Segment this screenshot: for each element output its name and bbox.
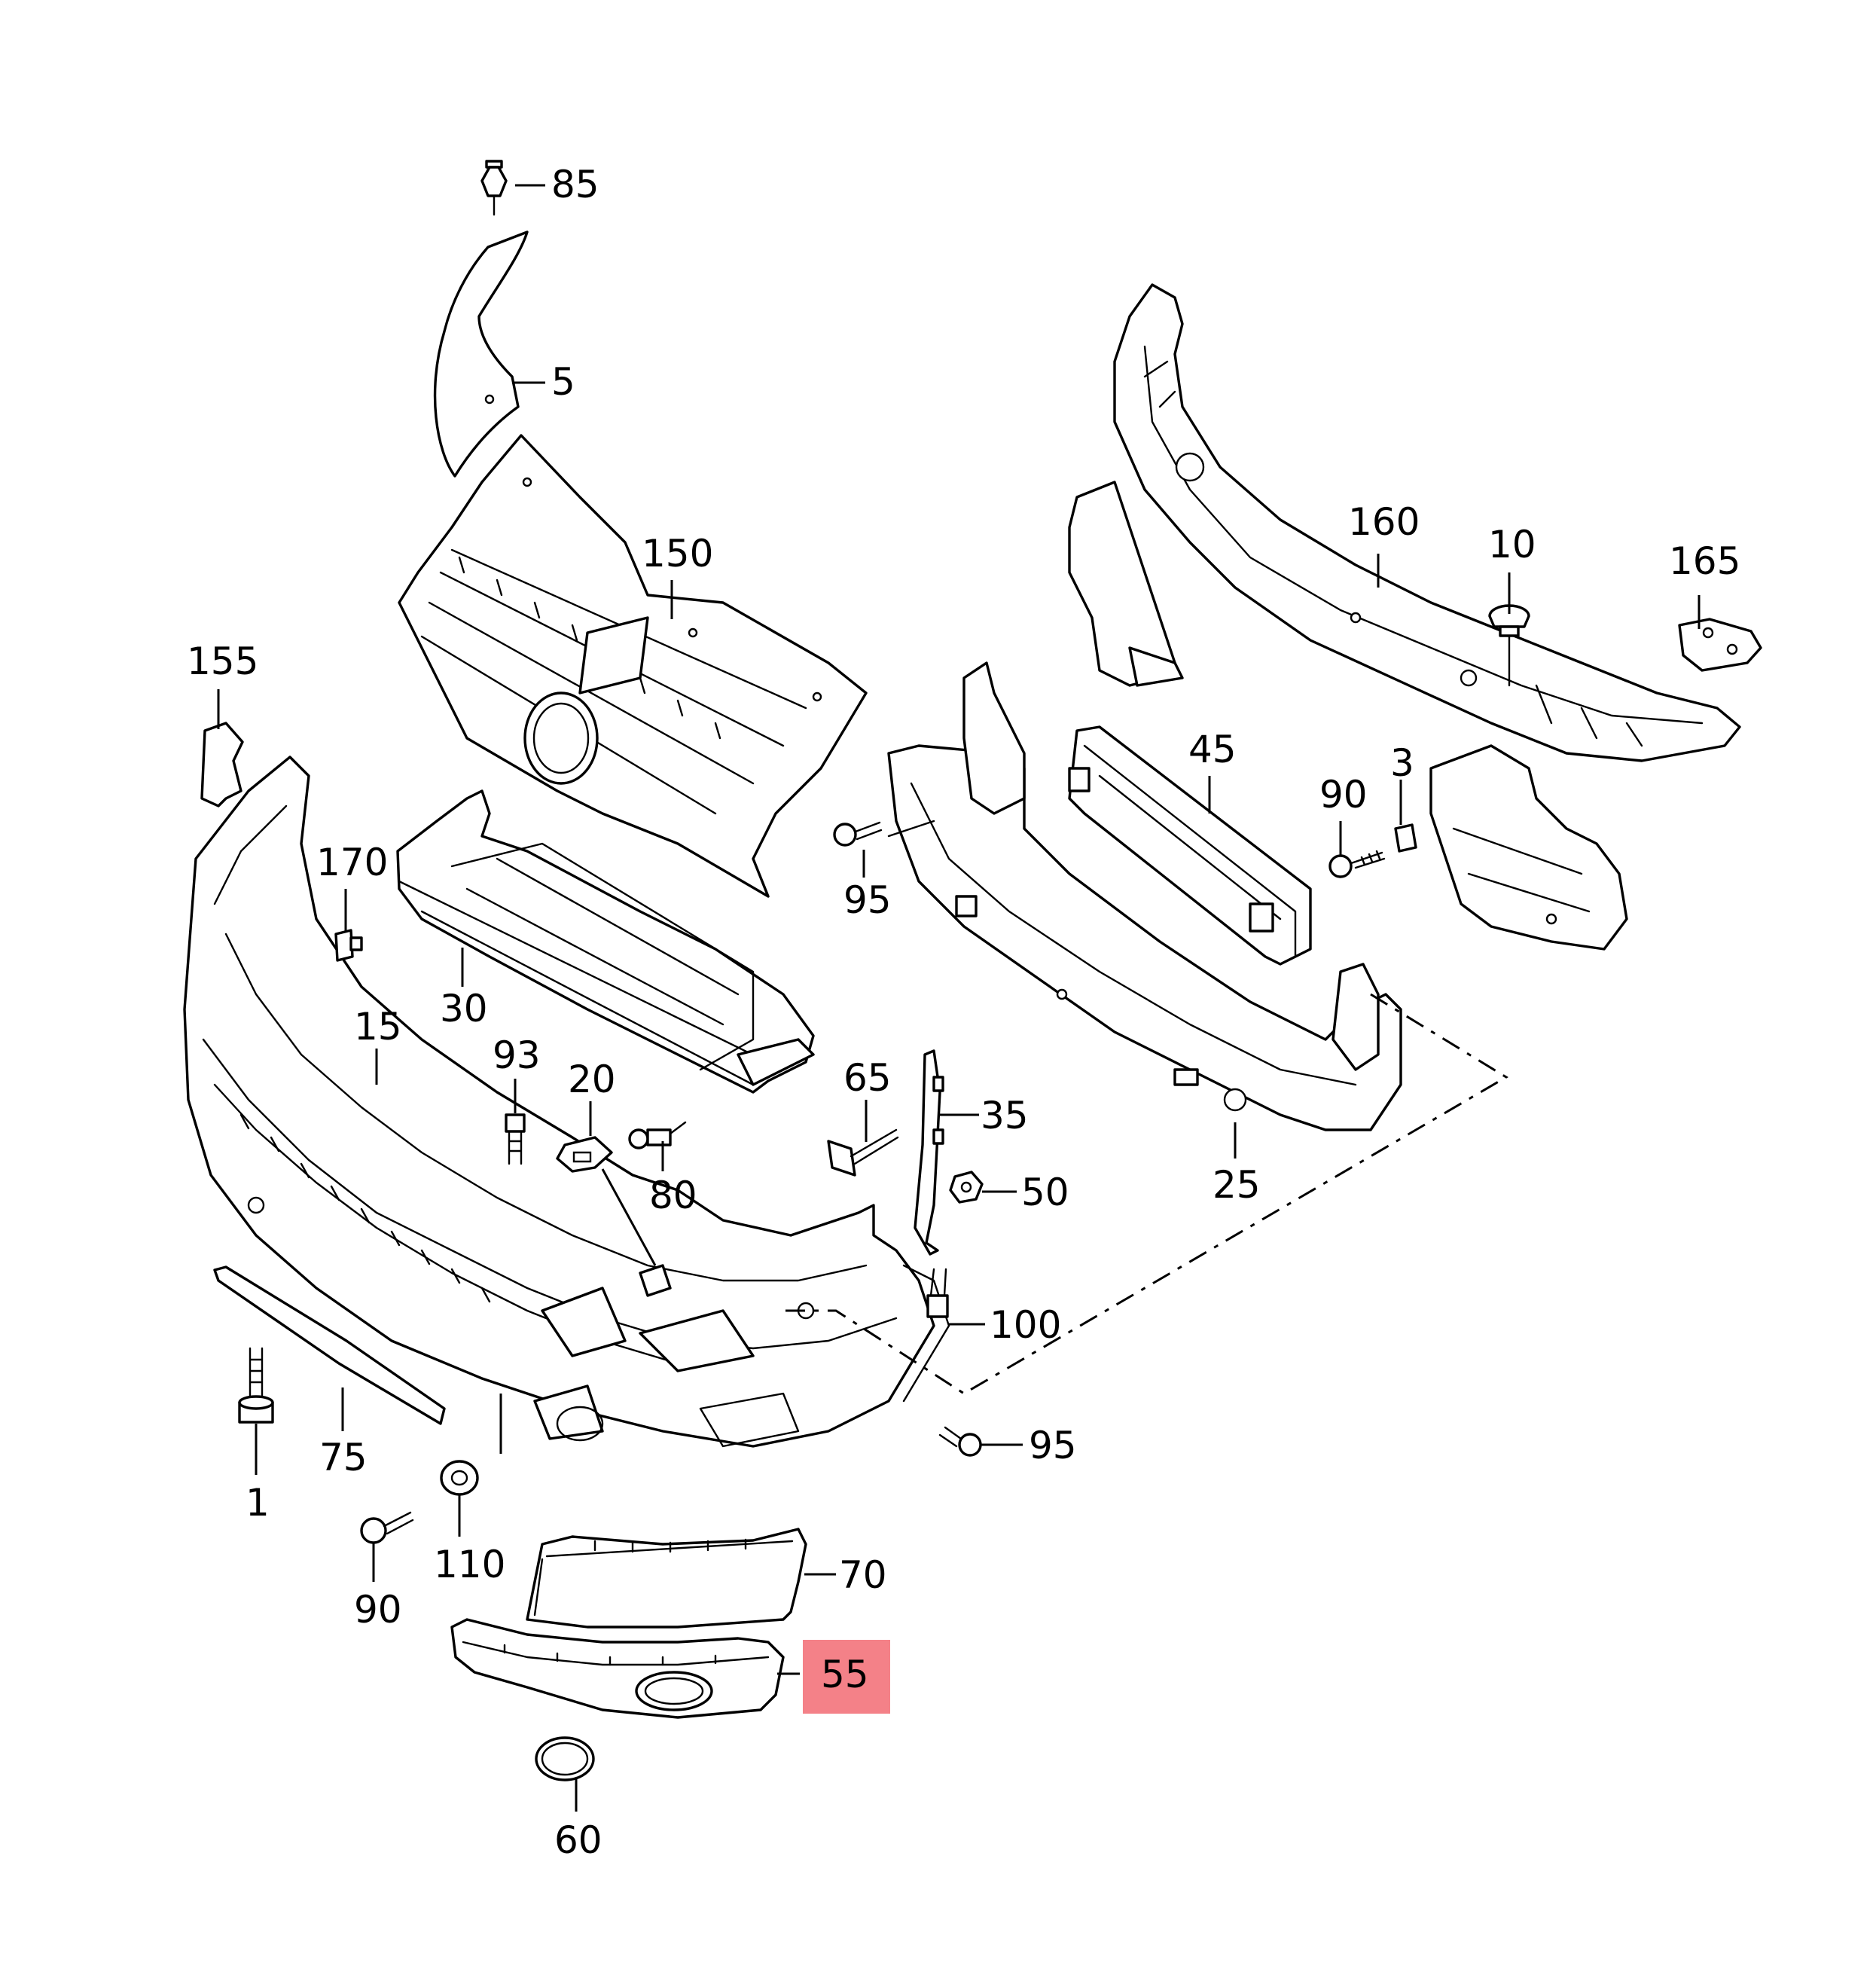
label-35: 35 (981, 1094, 1029, 1137)
label-160: 160 (1348, 500, 1420, 544)
part-35-guide (914, 1049, 944, 1256)
part-10-clip (1488, 604, 1530, 687)
label-5: 5 (551, 360, 575, 404)
label-10: 10 (1488, 523, 1536, 566)
label-75: 75 (319, 1436, 368, 1479)
label-45: 45 (1188, 728, 1237, 771)
part-45-absorber (1068, 725, 1312, 966)
label-95-top: 95 (843, 878, 892, 922)
label-90-bottom: 90 (354, 1588, 402, 1632)
part-90-screw-top (1328, 850, 1386, 878)
part-15-bumper-cover (183, 756, 950, 1448)
label-20: 20 (568, 1058, 616, 1101)
part-55-grille-insert (450, 1618, 785, 1719)
label-55: 55 (821, 1653, 869, 1696)
label-25: 25 (1213, 1163, 1261, 1207)
callout-labels: 85 5 150 160 10 165 155 170 45 90 3 95 3… (187, 163, 1740, 1862)
highlight-55 (803, 1640, 890, 1714)
part-80-rivet (628, 1121, 687, 1149)
part-165-bracket (1678, 618, 1762, 672)
label-1: 1 (246, 1481, 270, 1525)
label-65: 65 (843, 1056, 892, 1100)
part-60-ring (535, 1736, 595, 1781)
label-3: 3 (1390, 741, 1414, 785)
label-93: 93 (493, 1033, 541, 1077)
part-20-clip (556, 1136, 613, 1173)
label-95-bottom: 95 (1029, 1424, 1077, 1467)
leader-lines (217, 184, 1701, 1812)
label-170: 170 (316, 841, 388, 884)
label-70: 70 (839, 1553, 887, 1597)
part-95-screw-bottom (938, 1426, 982, 1457)
part-70-trim-panel (526, 1528, 807, 1629)
part-95-screw-top (833, 821, 883, 847)
part-90-screw-bottom (360, 1511, 414, 1544)
part-100-screw (926, 1268, 949, 1318)
part-170-clip (334, 929, 363, 962)
label-110: 110 (434, 1543, 505, 1586)
part-3-clip (1394, 823, 1417, 853)
part-93-screw (505, 1113, 526, 1165)
part-155-bracket (200, 722, 244, 807)
label-80: 80 (649, 1174, 697, 1217)
label-90-top: 90 (1319, 773, 1368, 817)
label-150: 150 (642, 532, 713, 575)
label-50: 50 (1021, 1171, 1069, 1214)
part-75-trim-strip (213, 1265, 446, 1425)
label-30: 30 (440, 987, 488, 1030)
part-1-bolt (238, 1347, 274, 1424)
part-5-bracket (433, 230, 529, 478)
part-25-reinforcement (887, 661, 1402, 1131)
part-85-clip (480, 160, 508, 216)
label-100: 100 (990, 1303, 1061, 1347)
label-15: 15 (354, 1005, 402, 1049)
part-110-washer (440, 1460, 479, 1496)
label-155: 155 (187, 640, 258, 683)
assembly-lines (783, 820, 1508, 1395)
label-85: 85 (551, 163, 599, 206)
label-60: 60 (554, 1818, 602, 1862)
part-50-nut (949, 1171, 984, 1204)
part-30-air-duct (396, 789, 815, 1094)
part-160-lock-carrier (1068, 283, 1741, 951)
part-65-stud (827, 1128, 899, 1177)
label-165: 165 (1669, 539, 1740, 583)
